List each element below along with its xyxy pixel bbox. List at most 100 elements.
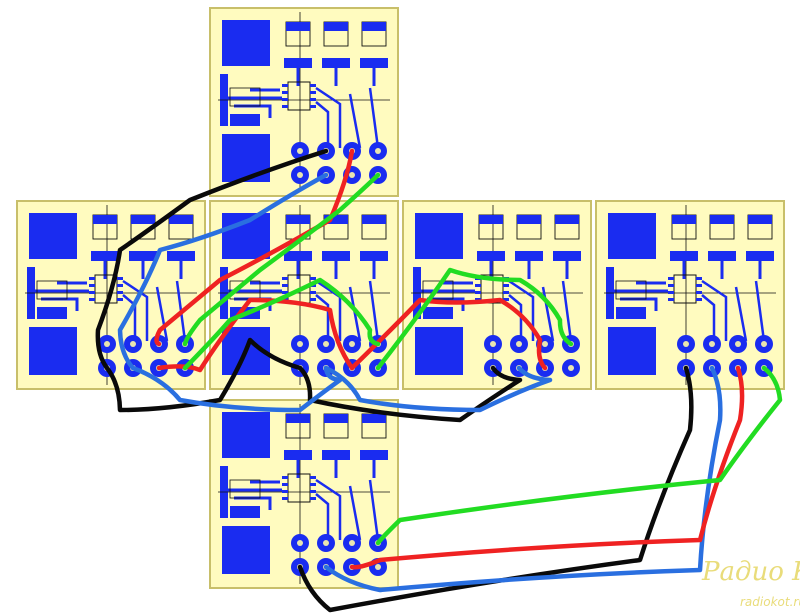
copper-pour — [222, 526, 270, 574]
copper-pour — [608, 213, 656, 259]
pad-hole — [349, 540, 355, 546]
pad-hole — [375, 148, 381, 154]
smd-pad — [616, 307, 646, 319]
copper-pour — [29, 327, 77, 375]
wire-red — [349, 365, 745, 570]
ic-pad — [282, 277, 288, 280]
wire-black — [95, 148, 329, 371]
wire-black — [104, 337, 303, 413]
smd-pad — [362, 215, 386, 224]
smd-pad — [477, 251, 505, 261]
copper-trace — [701, 279, 766, 342]
silk-ic — [673, 274, 697, 304]
ic-pad — [310, 483, 316, 486]
ic-pad — [475, 298, 481, 301]
silk-component — [615, 280, 647, 300]
copper-pour — [222, 134, 270, 182]
pad-hole — [761, 341, 767, 347]
smd-pad — [167, 251, 195, 261]
smd-pad — [230, 506, 260, 518]
silk-ic — [287, 81, 311, 111]
ic-pad — [282, 476, 288, 479]
ic-pad — [282, 497, 288, 500]
ic-pad — [89, 284, 95, 287]
ic-pad — [117, 277, 123, 280]
pad-hole — [735, 341, 741, 347]
pad-hole — [375, 564, 381, 570]
watermark-url: radiokot.ru — [740, 595, 800, 609]
pad-hole — [130, 341, 136, 347]
ic-pad — [503, 284, 509, 287]
ic-pad — [282, 490, 288, 493]
pad-hole — [297, 540, 303, 546]
ic-pad — [475, 291, 481, 294]
ic-pad — [310, 298, 316, 301]
smd-pad — [284, 58, 312, 68]
ic-pad — [310, 277, 316, 280]
smd-pad — [555, 215, 579, 224]
ic-pad — [310, 490, 316, 493]
silk-component — [229, 87, 261, 107]
pad-hole — [709, 341, 715, 347]
pad-hole — [297, 148, 303, 154]
wire-group-green — [182, 172, 783, 546]
ic-pad — [282, 91, 288, 94]
pad-hole — [683, 341, 689, 347]
ic-pad — [117, 298, 123, 301]
ic-pad — [503, 291, 509, 294]
pad-hole — [323, 341, 329, 347]
pad-hole — [297, 172, 303, 178]
wire-green — [182, 277, 381, 371]
ic-pad — [117, 284, 123, 287]
copper-pour — [222, 20, 270, 66]
smd-pad — [670, 251, 698, 261]
smd-pad — [360, 58, 388, 68]
ic-pad — [668, 291, 674, 294]
ic-pad — [89, 277, 95, 280]
pad-hole — [349, 341, 355, 347]
wire-red — [154, 148, 355, 347]
smd-pad — [515, 251, 543, 261]
ic-pad — [117, 291, 123, 294]
smd-pad — [517, 215, 541, 224]
ic-pad — [282, 291, 288, 294]
smd-pad — [322, 58, 350, 68]
smd-pad — [362, 22, 386, 31]
smd-pad — [748, 215, 772, 224]
pad-hole — [349, 172, 355, 178]
ic-pad — [89, 298, 95, 301]
ic-pad — [668, 277, 674, 280]
smd-pad — [360, 450, 388, 460]
smd-pad — [93, 215, 117, 224]
ic-pad — [696, 284, 702, 287]
pcb-board-far-right — [595, 200, 785, 390]
smd-pad — [286, 22, 310, 31]
wire-red — [156, 297, 355, 373]
smd-pad — [37, 307, 67, 319]
smd-pad — [284, 251, 312, 261]
ic-pad — [89, 291, 95, 294]
smd-pad — [324, 22, 348, 31]
smd-pad — [286, 414, 310, 423]
smd-pad — [324, 414, 348, 423]
wire-green — [375, 365, 783, 546]
silk-ic — [287, 473, 311, 503]
pcb-board-bottom — [209, 399, 399, 589]
smd-pad — [286, 215, 310, 224]
silk-component — [36, 280, 68, 300]
smd-pad — [710, 215, 734, 224]
smd-pad — [746, 251, 774, 261]
wire-blue — [323, 365, 723, 593]
ic-pad — [282, 84, 288, 87]
pad-hole — [542, 341, 548, 347]
pad-hole — [568, 365, 574, 371]
ic-pad — [310, 105, 316, 108]
smd-pad — [360, 251, 388, 261]
wire-red — [349, 297, 548, 371]
wire-black — [297, 365, 694, 613]
watermark-title: Радио КОТ — [701, 557, 800, 587]
ic-pad — [668, 284, 674, 287]
wire-group-black — [95, 148, 694, 613]
copper-pour — [608, 327, 656, 375]
